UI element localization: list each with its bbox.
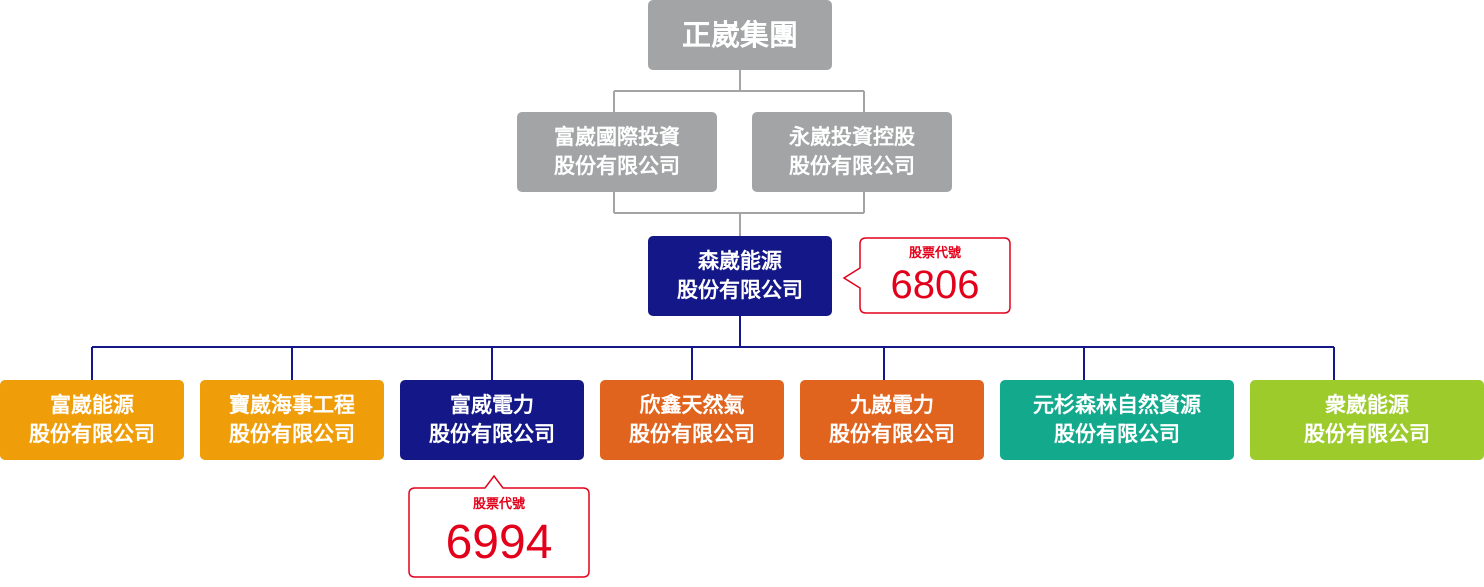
stock-code-fuwei-power: 6994 bbox=[445, 516, 553, 569]
subsidiary-name-line1: 寶崴海事工程 bbox=[229, 393, 355, 417]
holding-name-line2: 股份有限公司 bbox=[789, 154, 915, 178]
subsidiary-name-line1: 元杉森林自然資源 bbox=[1033, 393, 1201, 417]
subsidiary-node-fuwei-power: 富威電力 股份有限公司 bbox=[400, 380, 584, 460]
core-name-line1: 森崴能源 bbox=[698, 249, 782, 273]
holding-node-fuwei-investment: 富崴國際投資 股份有限公司 bbox=[517, 112, 717, 192]
subsidiary-name-line1: 欣鑫天然氣 bbox=[639, 393, 745, 417]
subsidiary-name-line1: 富威電力 bbox=[450, 393, 534, 417]
subsidiary-name-line2: 股份有限公司 bbox=[29, 422, 155, 446]
subsidiary-node-fuwei-energy: 富崴能源 股份有限公司 bbox=[0, 380, 184, 460]
subsidiary-node-xinxin-gas: 欣鑫天然氣 股份有限公司 bbox=[600, 380, 784, 460]
subsidiary-node-zhongwei-energy: 衆崴能源 股份有限公司 bbox=[1250, 380, 1484, 460]
stock-label-core: 股票代號 bbox=[908, 246, 961, 261]
subsidiary-name-line2: 股份有限公司 bbox=[229, 422, 355, 446]
subsidiary-name-line2: 股份有限公司 bbox=[629, 422, 755, 446]
group-node: 正崴集團 bbox=[648, 0, 832, 70]
subsidiary-name-line2: 股份有限公司 bbox=[1054, 422, 1180, 446]
holding-name-line2: 股份有限公司 bbox=[554, 154, 680, 178]
core-company-node: 森崴能源 股份有限公司 bbox=[648, 236, 832, 316]
subsidiary-name-line2: 股份有限公司 bbox=[429, 422, 555, 446]
core-name-line2: 股份有限公司 bbox=[677, 278, 803, 302]
subsidiary-name-line2: 股份有限公司 bbox=[829, 422, 955, 446]
group-name: 正崴集團 bbox=[681, 18, 798, 52]
subsidiary-name-line1: 九崴電力 bbox=[850, 393, 934, 417]
stock-label-fuwei-power: 股票代號 bbox=[472, 497, 525, 512]
stock-code-core: 6806 bbox=[890, 263, 980, 307]
subsidiary-name-line1: 富崴能源 bbox=[50, 393, 134, 417]
subsidiary-node-baowei-marine: 寶崴海事工程 股份有限公司 bbox=[200, 380, 384, 460]
holding-name-line1: 永崴投資控股 bbox=[789, 125, 915, 149]
subsidiary-node-jiuwei-power: 九崴電力 股份有限公司 bbox=[800, 380, 984, 460]
subsidiary-name-line2: 股份有限公司 bbox=[1304, 422, 1430, 446]
subsidiary-name-line1: 衆崴能源 bbox=[1325, 393, 1409, 417]
holding-name-line1: 富崴國際投資 bbox=[554, 125, 680, 149]
subsidiary-node-yuanshan-forest: 元杉森林自然資源 股份有限公司 bbox=[1000, 380, 1234, 460]
holding-node-yongwei-investment: 永崴投資控股 股份有限公司 bbox=[752, 112, 952, 192]
